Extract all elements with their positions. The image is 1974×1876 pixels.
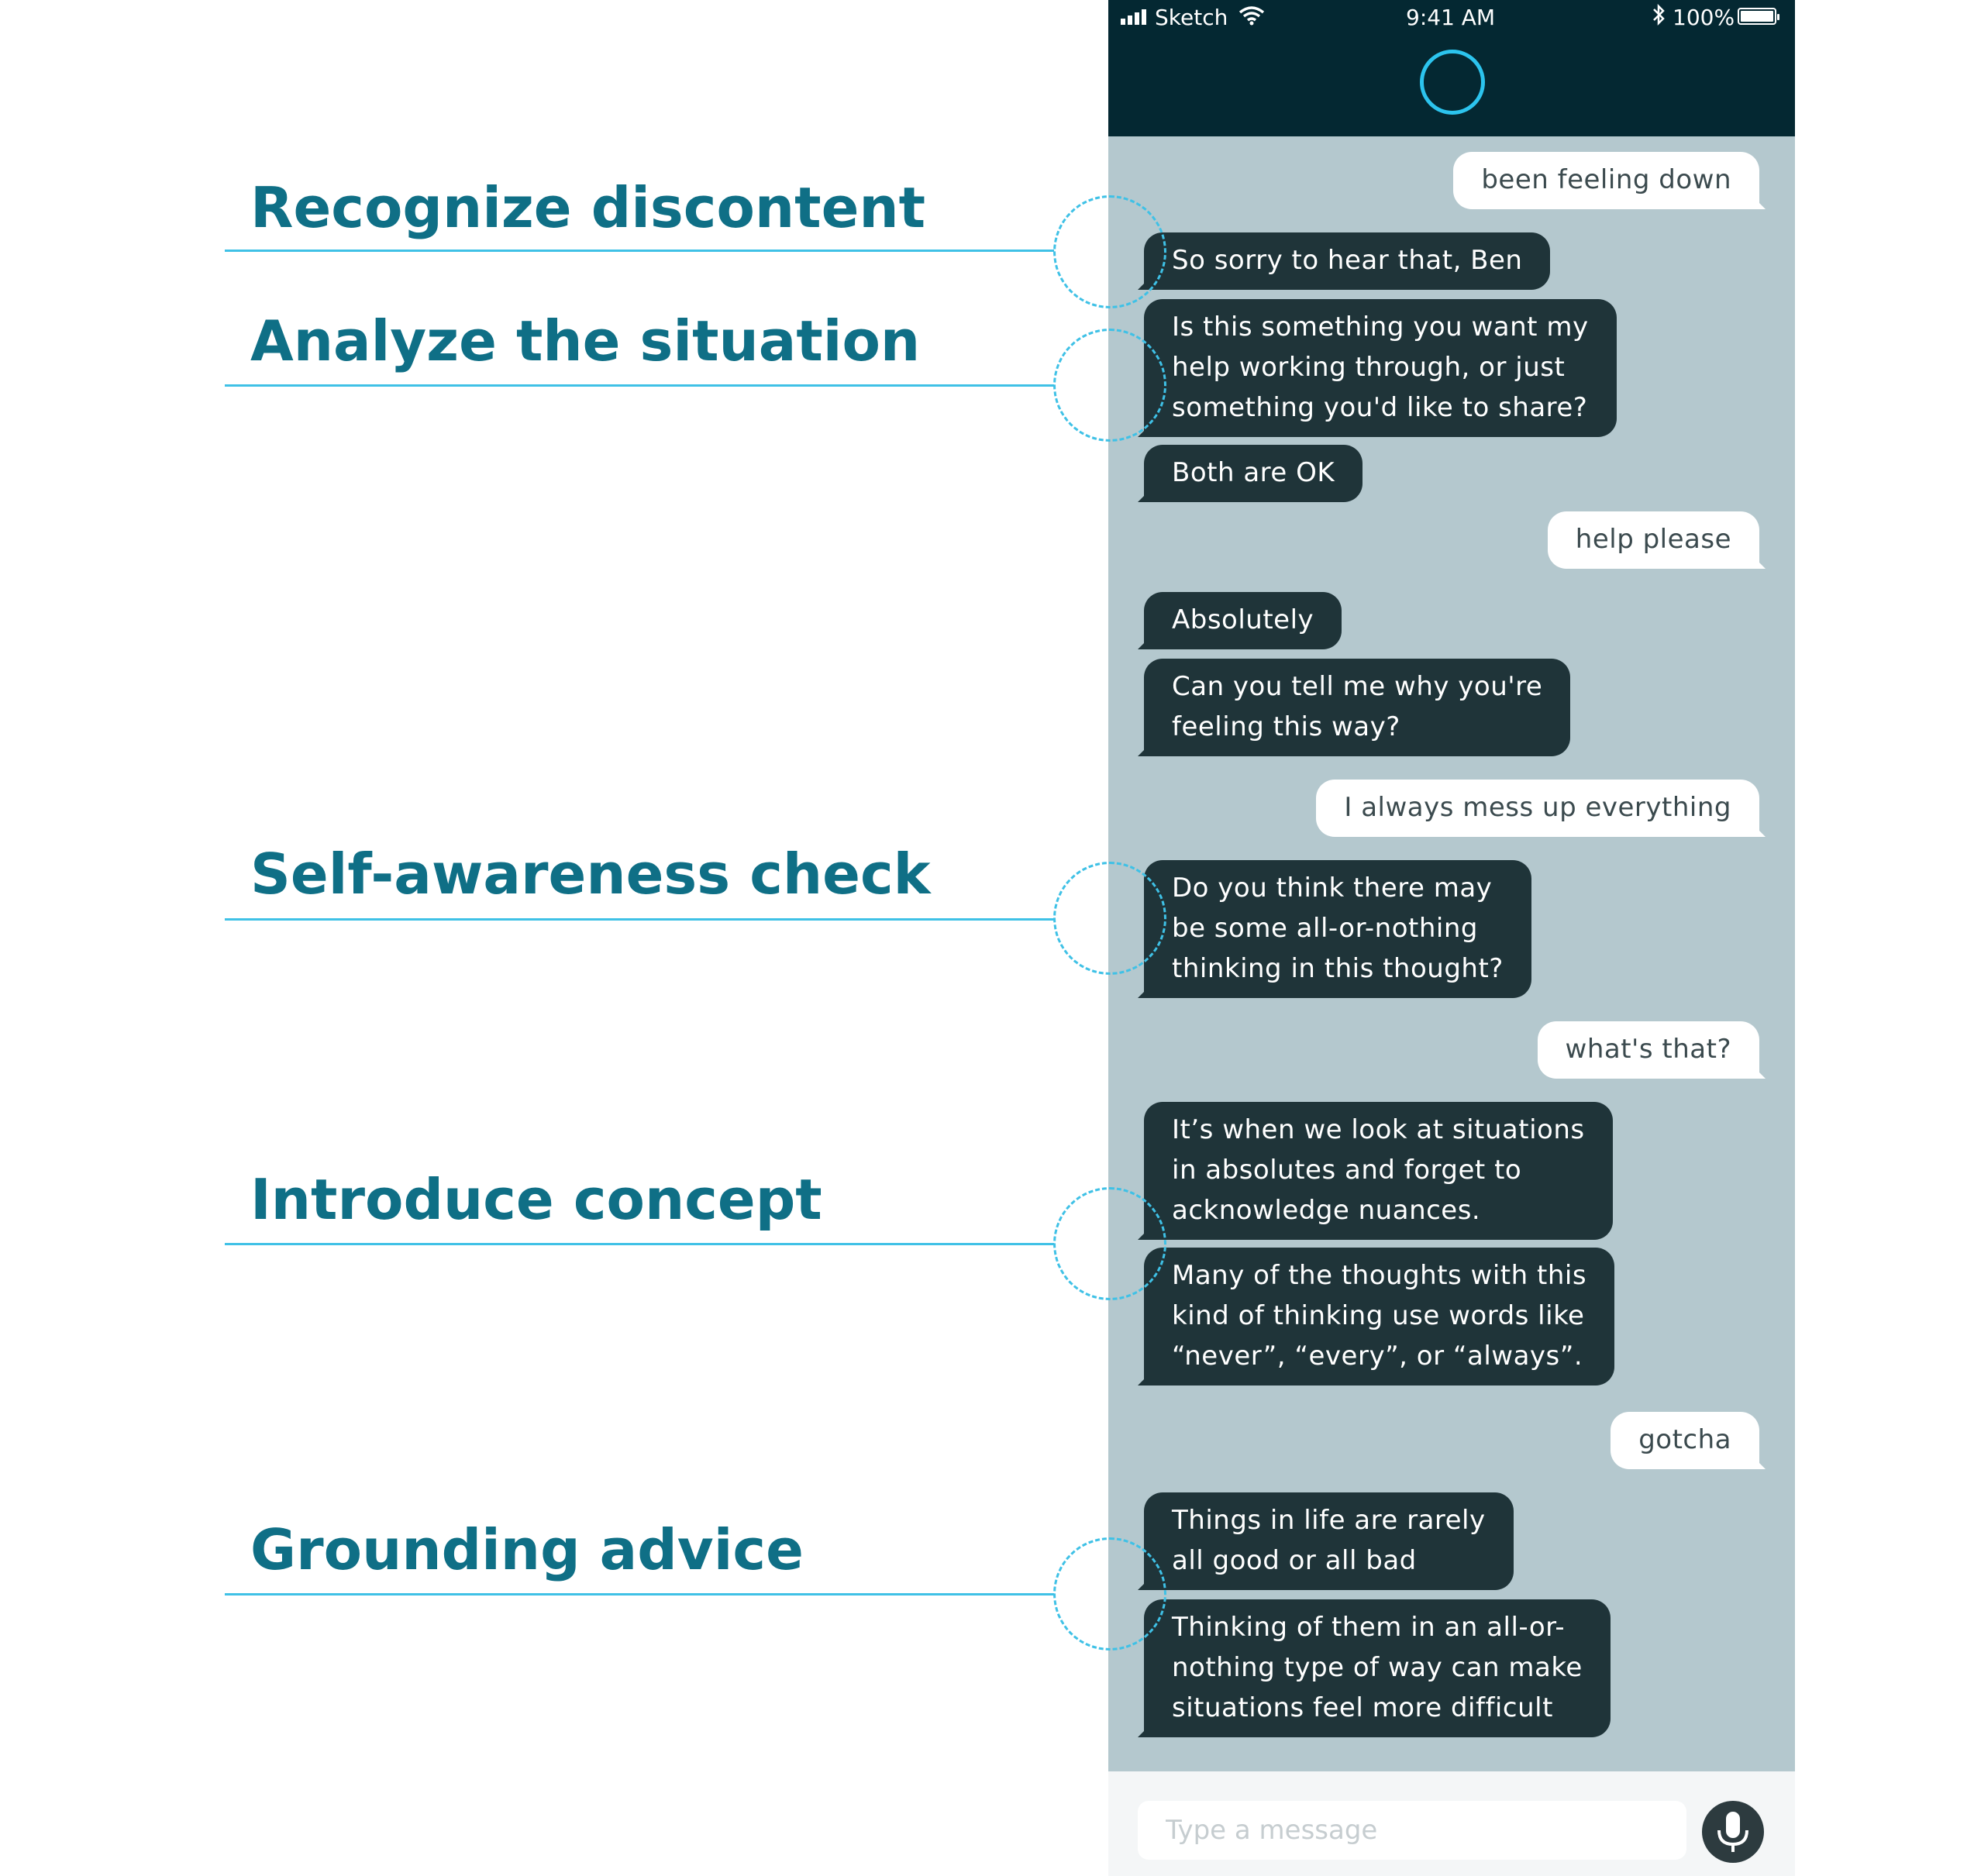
- message-bot: Absolutely: [1137, 592, 1342, 649]
- message-line: gotcha: [1638, 1424, 1731, 1455]
- message-composer: [1108, 1771, 1795, 1876]
- message-input[interactable]: [1138, 1801, 1686, 1860]
- microphone-button[interactable]: [1702, 1801, 1764, 1863]
- message-bot: Can you tell me why you're feeling this …: [1137, 659, 1571, 756]
- message-bot: Many of the thoughts with this kind of t…: [1137, 1248, 1615, 1385]
- message-line: Do you think there may: [1172, 873, 1493, 904]
- annotation-line: [225, 384, 1054, 387]
- annotation-line: [225, 1593, 1054, 1595]
- microphone-icon: [1717, 1812, 1748, 1852]
- message-line: all good or all bad: [1172, 1545, 1417, 1576]
- message-line: in absolutes and forget to: [1172, 1155, 1522, 1186]
- message-line: Things in life are rarely: [1172, 1505, 1486, 1536]
- message-line: I always mess up everything: [1344, 792, 1731, 823]
- phone-screen: Sketch 9:41 AM 100% been feeling down So…: [1108, 0, 1795, 1876]
- message-line: been feeling down: [1481, 164, 1731, 195]
- signal-icon: [1121, 9, 1149, 25]
- message-bot: Things in life are rarely all good or al…: [1138, 1492, 1514, 1590]
- message-line: situations feel more difficult: [1172, 1692, 1553, 1723]
- chat-thread: been feeling down So sorry to hear that,…: [1108, 136, 1795, 1771]
- annotation-label-grounding-advice: Grounding advice: [250, 1517, 804, 1582]
- message-bot: Do you think there may be some all-or-no…: [1138, 860, 1531, 998]
- annotation-line: [225, 1243, 1054, 1245]
- message-bot: Both are OK: [1137, 445, 1363, 502]
- annotation-label-introduce-concept: Introduce concept: [250, 1167, 822, 1232]
- message-user: I always mess up everything: [1316, 780, 1766, 837]
- message-line: feeling this way?: [1172, 711, 1400, 742]
- message-line: acknowledge nuances.: [1172, 1195, 1481, 1226]
- message-line: something you'd like to share?: [1172, 392, 1588, 423]
- annotation-label-recognize-discontent: Recognize discontent: [250, 175, 926, 240]
- message-user: help please: [1547, 511, 1766, 569]
- clock-label: 9:41 AM: [1406, 5, 1496, 30]
- message-line: thinking in this thought?: [1172, 953, 1504, 984]
- annotation-line: [225, 250, 1054, 252]
- message-line: what's that?: [1565, 1034, 1731, 1065]
- message-line: Absolutely: [1172, 604, 1314, 635]
- message-user: been feeling down: [1453, 152, 1766, 209]
- message-user: gotcha: [1611, 1412, 1766, 1469]
- message-bot: Thinking of them in an all-or- nothing t…: [1138, 1599, 1611, 1737]
- annotation-line: [225, 918, 1054, 921]
- message-bot: Is this something you want my help worki…: [1138, 299, 1617, 437]
- message-line: So sorry to hear that, Ben: [1172, 245, 1523, 276]
- annotation-label-self-awareness: Self-awareness check: [250, 842, 931, 907]
- annotation-label-analyze-situation: Analyze the situation: [250, 308, 921, 373]
- message-line: Is this something you want my: [1172, 312, 1589, 342]
- message-bot: So sorry to hear that, Ben: [1137, 232, 1551, 290]
- message-line: Thinking of them in an all-or-: [1172, 1612, 1566, 1643]
- message-line: help please: [1575, 524, 1731, 555]
- status-bar: Sketch 9:41 AM 100%: [1108, 0, 1795, 136]
- message-line: Can you tell me why you're: [1172, 671, 1543, 702]
- message-line: “never”, “every”, or “always”.: [1172, 1341, 1583, 1372]
- message-line: nothing type of way can make: [1172, 1652, 1583, 1683]
- message-line: It’s when we look at situations: [1172, 1114, 1585, 1145]
- message-line: kind of thinking use words like: [1172, 1300, 1585, 1331]
- message-user: what's that?: [1537, 1021, 1766, 1079]
- wifi-icon: [1238, 5, 1265, 29]
- message-bot: It’s when we look at situations in absol…: [1138, 1102, 1613, 1240]
- assistant-ring-icon[interactable]: [1420, 50, 1485, 115]
- message-line: Many of the thoughts with this: [1172, 1260, 1587, 1291]
- message-line: be some all-or-nothing: [1172, 913, 1478, 944]
- message-line: help working through, or just: [1172, 352, 1566, 383]
- battery-icon: [1738, 8, 1779, 25]
- carrier-label: Sketch: [1155, 5, 1228, 30]
- message-line: Both are OK: [1172, 457, 1335, 488]
- bluetooth-icon: [1651, 3, 1666, 32]
- battery-label: 100%: [1673, 5, 1735, 30]
